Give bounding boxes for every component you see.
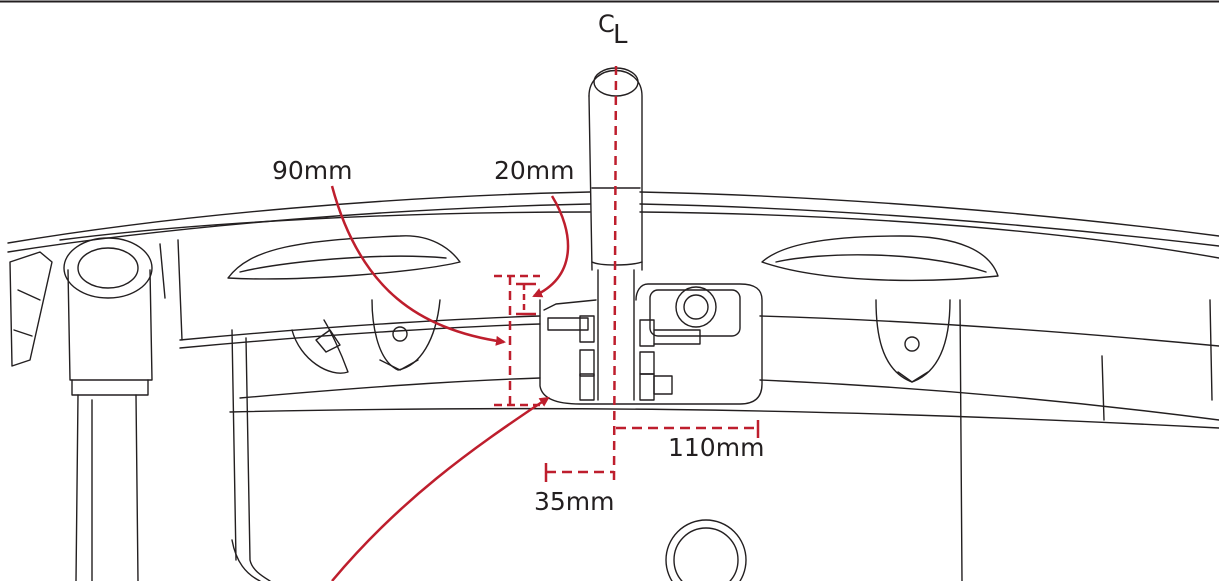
leader-20mm xyxy=(532,195,570,298)
centerline-dashed xyxy=(612,65,618,481)
centerline-label-l: L xyxy=(613,20,628,50)
dimension-overlays xyxy=(330,65,760,582)
centerline-label-c: C xyxy=(598,10,615,38)
leader-housing xyxy=(331,396,550,582)
leader-90mm xyxy=(330,185,506,346)
dimension-label-90mm: 90mm xyxy=(272,156,353,185)
dimension-label-20mm: 20mm xyxy=(494,156,575,185)
dimension-label-110mm: 110mm xyxy=(668,433,765,462)
bumper-linework xyxy=(7,67,1219,586)
dimension-label-35mm: 35mm xyxy=(534,487,615,516)
